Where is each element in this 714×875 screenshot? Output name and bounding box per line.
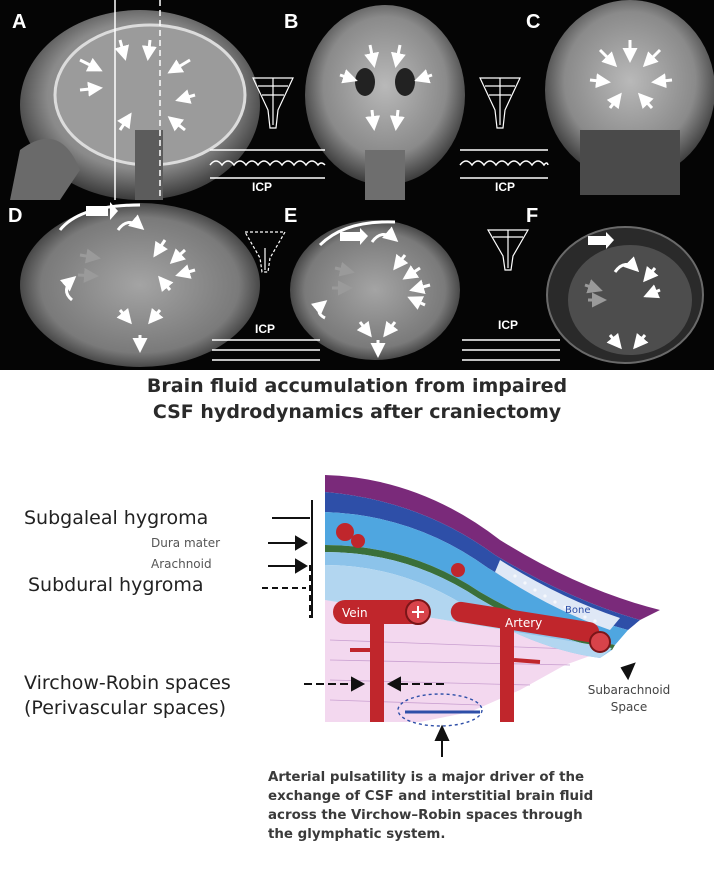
vein-label: Vein (342, 606, 368, 620)
icp-label: ICP (252, 180, 273, 194)
subarachnoid-space-label: Subarachnoid Space (574, 682, 684, 716)
pulsatility-line-3: across the Virchow–Robin spaces through (268, 808, 583, 823)
perivascular-label: (Perivascular spaces) (24, 697, 227, 719)
panel-label-f: F (526, 205, 539, 227)
virchow-robin-label: Virchow-Robin spaces (24, 672, 231, 694)
mri-image-f (546, 226, 704, 364)
figure-caption-line-2: CSF hydrodynamics after craniectomy (152, 401, 562, 423)
funnel-icon (479, 77, 521, 129)
pulsatility-line-2: exchange of CSF and interstitial brain f… (268, 789, 594, 804)
icp-label: ICP (498, 318, 519, 332)
artery-label: Artery (505, 616, 542, 630)
label-connectors (262, 500, 636, 757)
subarachnoid-label-line-1: Subarachnoid (587, 683, 671, 697)
pulsatility-caption: Arterial pulsatility is a major driver o… (268, 768, 698, 844)
subdural-hygroma-label: Subdural hygroma (28, 574, 204, 596)
icp-waveform (459, 149, 549, 179)
mri-figure-panel: A B C D E F ICP ICP ICP ICP (0, 0, 714, 370)
mri-image-d (20, 202, 260, 367)
mri-image-b (305, 5, 465, 200)
figure-caption-line-1: Brain fluid accumulation from impaired (146, 375, 568, 397)
bone-label: Bone (565, 605, 590, 616)
meninges-diagram: Vein Artery Bone (262, 475, 660, 757)
arachnoid-label: Arachnoid (151, 557, 212, 571)
icp-label: ICP (255, 322, 276, 336)
mri-image-c (545, 0, 714, 195)
icp-waveform (212, 339, 320, 361)
mri-image-a (10, 0, 260, 200)
panel-label-a: A (12, 11, 27, 33)
icp-waveform (209, 149, 326, 179)
funnel-icon (243, 231, 287, 273)
pulsatility-line-4: the glymphatic system. (268, 827, 446, 842)
dura-mater-label: Dura mater (151, 536, 221, 550)
subarachnoid-label-line-2: Space (610, 700, 648, 714)
funnel-icon (486, 229, 530, 271)
mri-images (10, 0, 714, 367)
panel-label-b: B (284, 11, 299, 33)
mri-image-e (290, 220, 460, 360)
pulsatility-line-1: Arterial pulsatility is a major driver o… (268, 770, 585, 785)
icp-waveform (462, 339, 560, 361)
subgaleal-hygroma-label: Subgaleal hygroma (24, 507, 209, 529)
panel-label-d: D (8, 205, 23, 227)
blood-vessels (333, 523, 611, 727)
icp-label: ICP (495, 180, 516, 194)
panel-label-c: C (526, 11, 541, 33)
panel-label-e: E (284, 205, 298, 227)
funnel-icon (252, 77, 294, 129)
